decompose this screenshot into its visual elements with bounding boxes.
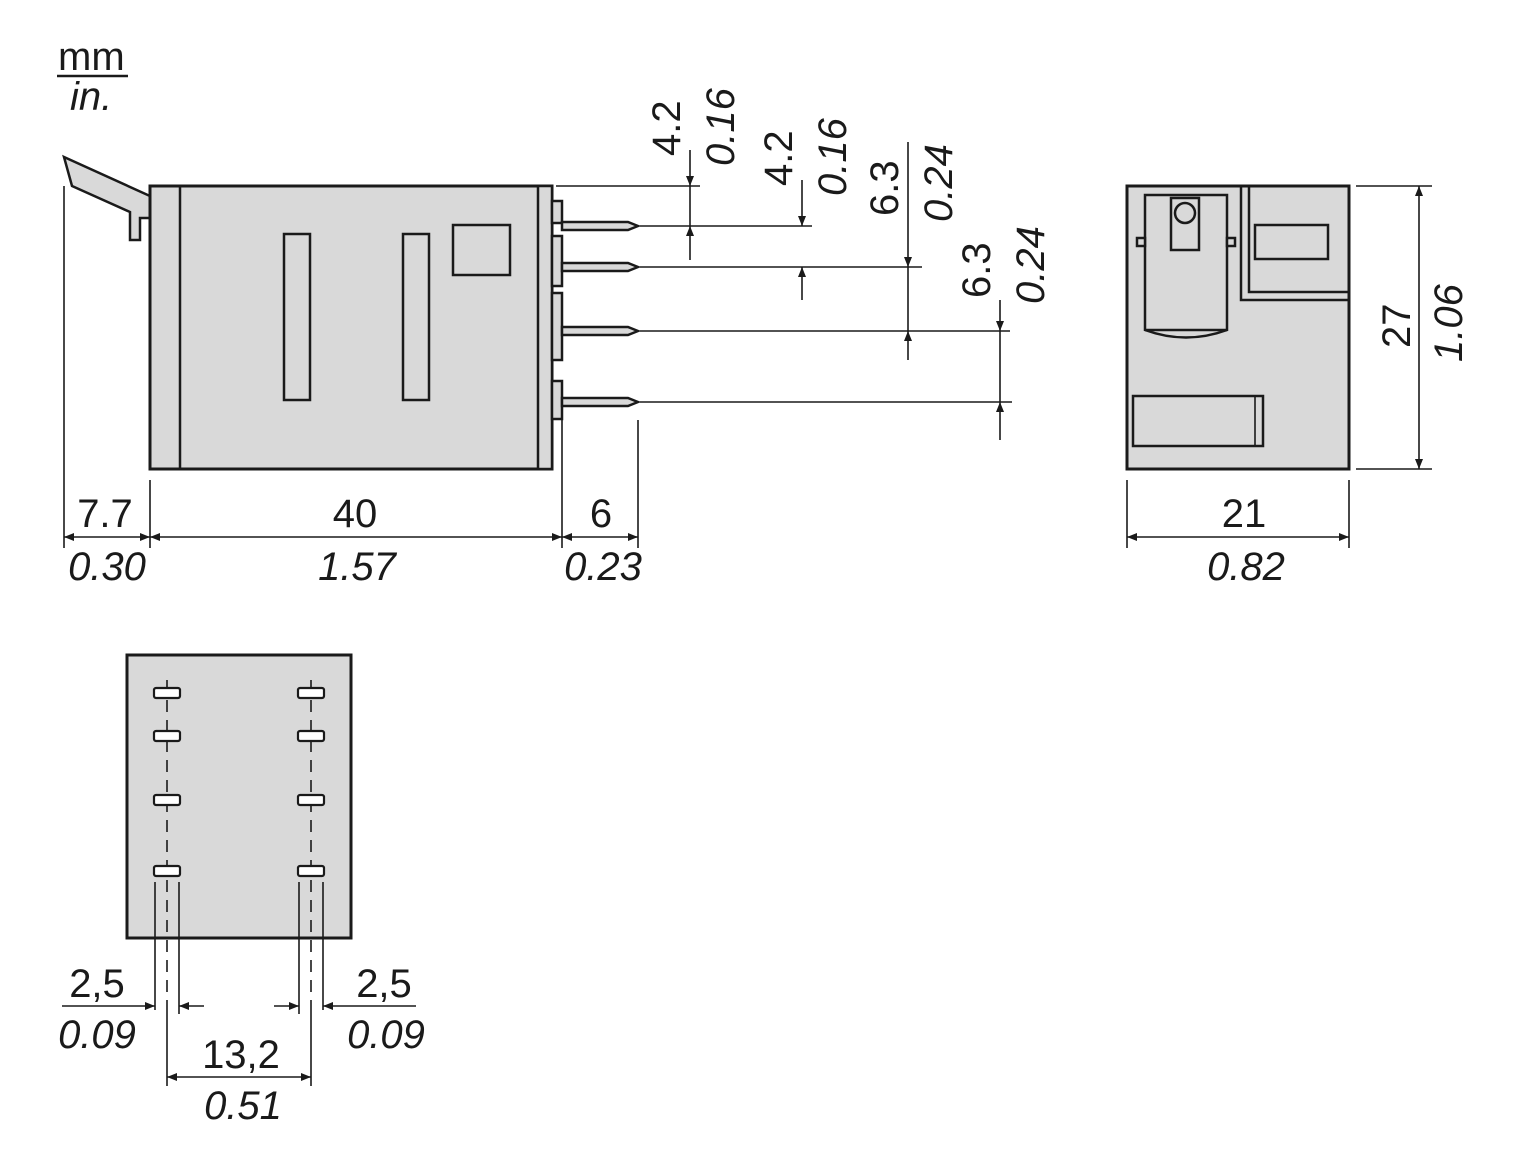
pitch4-in: 0.24: [1009, 226, 1053, 304]
dim-body-in: 1.57: [318, 545, 398, 589]
dim-pins-mm: 6: [590, 492, 612, 536]
side-window-left: [282, 232, 312, 402]
pin-width-right-in: 0.09: [347, 1013, 425, 1057]
pitch2-mm: 4.2: [757, 130, 801, 186]
pitch4-mm: 6.3: [955, 242, 999, 298]
pins-bottom: [152, 686, 326, 878]
front-view: 27 1.06 21 0.82: [1125, 184, 1471, 589]
units-legend: mm in.: [57, 35, 128, 119]
pitch3-in: 0.24: [917, 144, 961, 222]
front-width-in: 0.82: [1207, 545, 1285, 589]
front-window-top: [1253, 223, 1330, 261]
side-label-window: [451, 223, 512, 277]
row-spacing-mm: 13,2: [202, 1033, 280, 1077]
unit-in: in.: [70, 75, 112, 119]
side-window-right: [401, 232, 431, 402]
side-view: 7.7 0.30 40 1.57 6 0.23 4.2 0.16 4.2 0.1…: [62, 87, 1053, 589]
pitch1-in: 0.16: [699, 87, 743, 166]
pitch3-mm: 6.3: [863, 160, 907, 216]
dim-body-mm: 40: [333, 492, 378, 536]
dim-pins-in: 0.23: [564, 545, 642, 589]
front-window-bottom: [1131, 394, 1265, 448]
dim-lever-mm: 7.7: [77, 492, 133, 536]
pin-width-right-mm: 2,5: [356, 962, 412, 1006]
bottom-view: 2,5 0.09 2,5 0.09 13,2 0.51: [58, 653, 425, 1128]
pins-side: [560, 220, 642, 408]
unit-mm: mm: [58, 35, 125, 79]
front-height-in: 1.06: [1427, 283, 1471, 362]
terminal-block: [536, 184, 554, 471]
front-width-mm: 21: [1222, 492, 1267, 536]
front-height-mm: 27: [1375, 304, 1419, 349]
pitch1-mm: 4.2: [645, 100, 689, 156]
release-lever: [62, 154, 152, 242]
pin-width-left-in: 0.09: [58, 1013, 136, 1057]
pitch2-in: 0.16: [811, 117, 855, 196]
row-spacing-in: 0.51: [204, 1084, 282, 1128]
pin-width-left-mm: 2,5: [69, 962, 125, 1006]
dim-lever-in: 0.30: [68, 545, 146, 589]
